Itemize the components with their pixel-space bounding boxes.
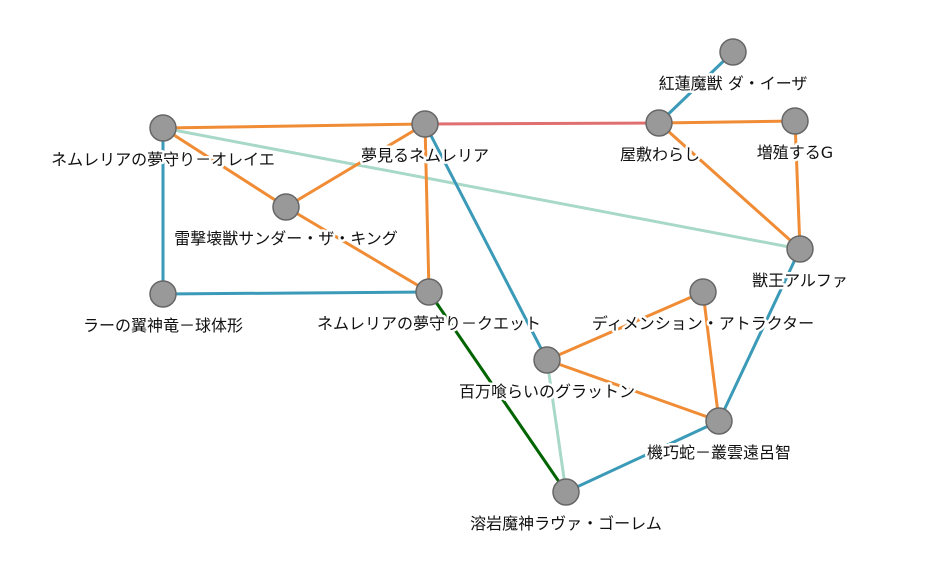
edge-n11-n13 bbox=[545, 359, 568, 493]
edge-n9-n13 bbox=[427, 291, 568, 493]
node-n10[interactable] bbox=[689, 278, 717, 306]
edge-n7-n12 bbox=[717, 248, 802, 422]
node-n2[interactable] bbox=[645, 109, 673, 137]
node-label-n12: 機巧蛇－叢雲遠呂智 bbox=[647, 443, 791, 462]
edge-layer bbox=[161, 50, 802, 494]
node-n1[interactable] bbox=[719, 38, 747, 66]
edge-n10-n12 bbox=[701, 291, 721, 422]
node-n7[interactable] bbox=[786, 235, 814, 263]
node-label-n13: 溶岩魔神ラヴァ・ゴーレム bbox=[470, 514, 662, 533]
node-label-n6: 雷撃壊獣サンダー・ザ・キング bbox=[174, 229, 398, 248]
edge-n11-n12 bbox=[546, 358, 720, 423]
edge-n2-n7 bbox=[658, 121, 801, 251]
node-n4[interactable] bbox=[149, 114, 177, 142]
node-n3[interactable] bbox=[781, 107, 809, 135]
edge-n1-n2 bbox=[657, 50, 735, 125]
node-label-n3: 増殖するG bbox=[757, 143, 833, 162]
node-label-n5: 夢見るネムレリア bbox=[361, 146, 489, 165]
edge-n8-n9 bbox=[162, 290, 430, 296]
node-label-n7: 獣王アルファ bbox=[752, 271, 848, 290]
node-label-n2: 屋敷わらし bbox=[620, 145, 700, 164]
node-n5[interactable] bbox=[411, 110, 439, 138]
node-label-n10: ディメンション・アトラクター bbox=[592, 314, 814, 333]
edge-n4-n7 bbox=[162, 126, 801, 251]
edge-n5-n2 bbox=[424, 121, 660, 126]
edge-n3-n7 bbox=[793, 120, 802, 250]
node-label-n11: 百万喰らいのグラットン bbox=[459, 382, 635, 401]
node-n6[interactable] bbox=[272, 193, 300, 221]
node-n8[interactable] bbox=[149, 280, 177, 308]
node-n13[interactable] bbox=[552, 478, 580, 506]
node-label-n9: ネムレリアの夢守り－クエット bbox=[317, 314, 541, 333]
edge-n4-n5 bbox=[162, 122, 426, 130]
edge-n5-n9 bbox=[423, 123, 431, 293]
edge-n5-n11 bbox=[423, 123, 549, 361]
node-n9[interactable] bbox=[415, 278, 443, 306]
node-label-n4: ネムレリアの夢守り－オレイエ bbox=[51, 150, 275, 169]
edge-n4-n6 bbox=[162, 126, 287, 209]
node-layer bbox=[149, 38, 814, 506]
edge-n11-n10 bbox=[546, 290, 704, 362]
node-n11[interactable] bbox=[533, 346, 561, 374]
edge-n6-n9 bbox=[285, 205, 430, 294]
edge-n2-n3 bbox=[658, 119, 796, 125]
node-label-n8: ラーの翼神竜－球体形 bbox=[83, 316, 243, 335]
node-n12[interactable] bbox=[705, 407, 733, 435]
node-label-n1: 紅蓮魔獣 ダ・イーザ bbox=[659, 74, 808, 93]
edge-n5-n6 bbox=[285, 122, 426, 209]
edge-n12-n13 bbox=[565, 419, 720, 494]
